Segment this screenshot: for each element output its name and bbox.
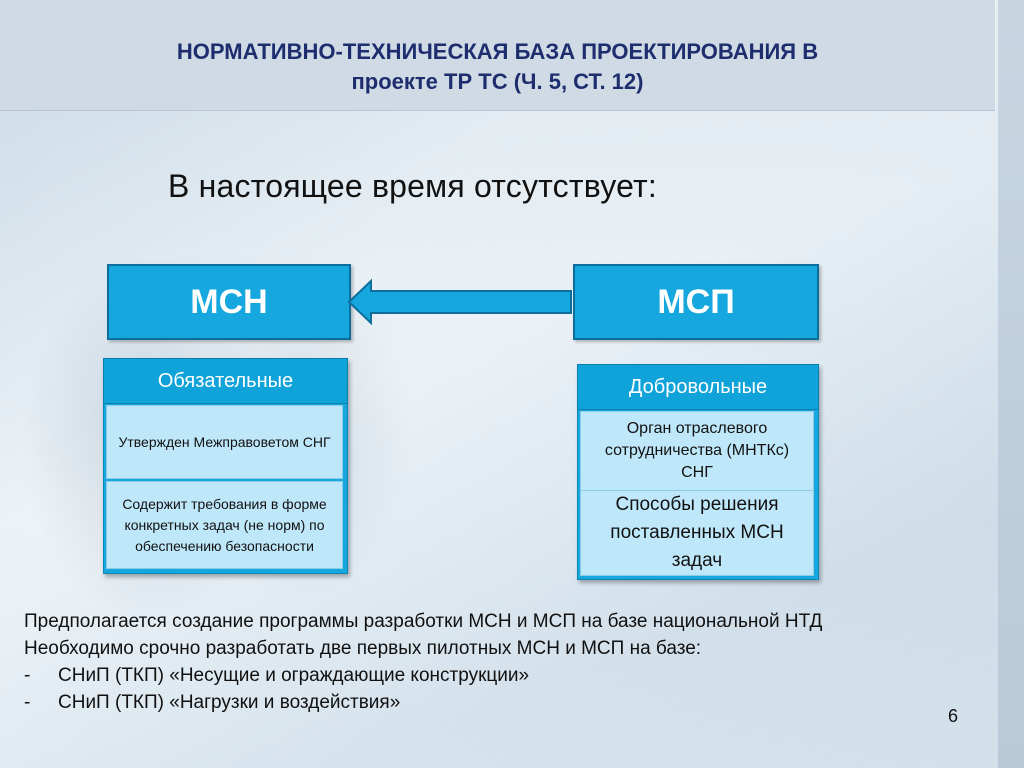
msn-box: МСН	[107, 264, 351, 340]
msp-box-label: МСП	[657, 282, 735, 321]
left-cell-requirements: Содержит требования в форме конкретных з…	[106, 481, 343, 569]
mandatory-header-label: Обязательные	[157, 369, 294, 392]
right-cell-body: Орган отраслевого сотрудничества (МНТКс)…	[580, 411, 814, 491]
voluntary-header-label: Добровольные	[628, 375, 768, 398]
left-cell-requirements-text: Содержит требования в форме конкретных з…	[122, 495, 327, 554]
slide-subtitle: В настоящее время отсутствует:	[168, 168, 657, 204]
bullet-text: СНиП (ТКП) «Нагрузки и воздействия»	[58, 692, 401, 713]
left-arrow-icon	[347, 278, 572, 326]
background-stripe	[998, 0, 1024, 768]
right-cell-methods-text: Способы решения поставленных МСН задач	[610, 494, 784, 571]
right-cell-methods: Способы решения поставленных МСН задач	[580, 490, 814, 576]
bullet-dash: -	[24, 692, 31, 713]
msn-box-label: МСН	[190, 282, 268, 321]
note-line-2: Необходимо срочно разработать две первых…	[24, 638, 702, 659]
note-bullet-1: - СНиП (ТКП) «Несущие и ограждающие конс…	[24, 662, 822, 689]
note-line-1: Предполагается создание программы разраб…	[24, 611, 823, 632]
msp-box: МСП	[573, 264, 819, 340]
left-cell-approved: Утвержден Межправоветом СНГ	[106, 405, 343, 479]
slide-title-line1: НОРМАТИВНО-ТЕХНИЧЕСКАЯ БАЗА ПРОЕКТИРОВАН…	[176, 39, 819, 64]
note-bullet-2: - СНиП (ТКП) «Нагрузки и воздействия»	[24, 689, 822, 716]
slide-header: НОРМАТИВНО-ТЕХНИЧЕСКАЯ БАЗА ПРОЕКТИРОВАН…	[0, 0, 995, 111]
bullet-dash: -	[24, 665, 31, 686]
page-number: 6	[948, 706, 959, 726]
left-cell-approved-text: Утвержден Межправоветом СНГ	[118, 433, 331, 450]
mandatory-header: Обязательные	[103, 358, 348, 404]
right-cell-body-text: Орган отраслевого сотрудничества (МНТКс)…	[604, 420, 790, 481]
slide-title-line2: проекте ТР ТС (Ч. 5, СТ. 12)	[351, 69, 644, 94]
voluntary-header: Добровольные	[577, 364, 819, 410]
notes-block: Предполагается создание программы разраб…	[24, 608, 822, 716]
bullet-text: СНиП (ТКП) «Несущие и ограждающие констр…	[58, 665, 530, 686]
